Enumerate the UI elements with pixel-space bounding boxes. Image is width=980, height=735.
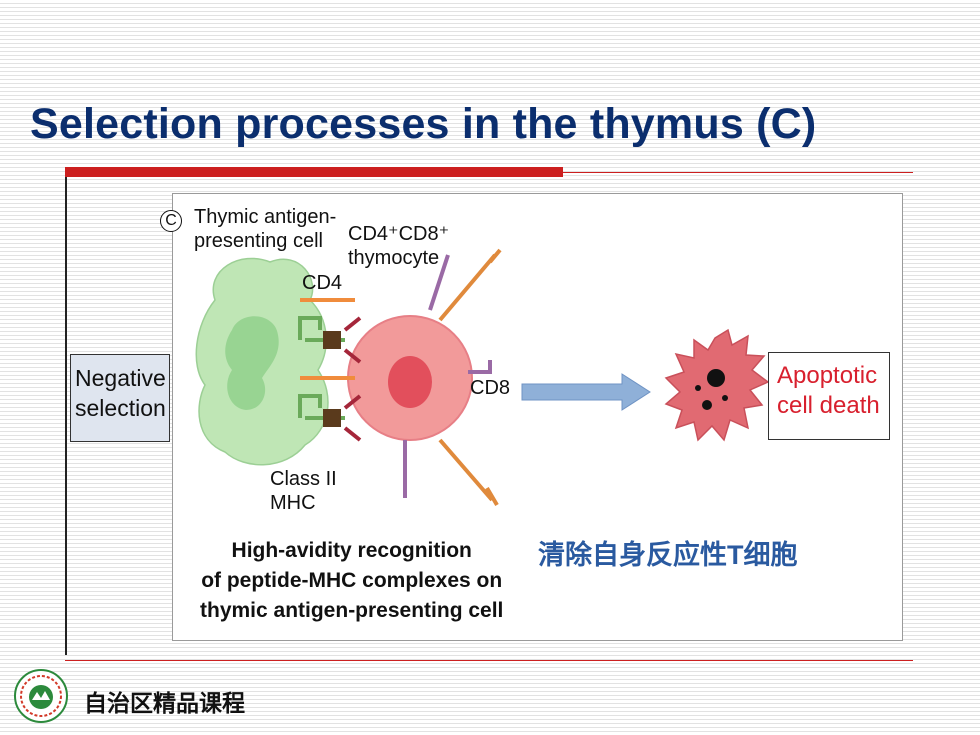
cd4-label: CD4 (302, 272, 343, 294)
panel-letter: C (160, 210, 182, 232)
footer-course-label: 自治区精品课程 (84, 690, 245, 716)
slide-title: Selection processes in the thymus (C) (30, 100, 817, 148)
apc-label: Thymic antigen- presenting cell (194, 206, 337, 252)
mhc-label: Class II MHC (270, 468, 337, 514)
left-divider-line (65, 177, 67, 655)
cd8-label: CD8 (470, 377, 511, 399)
thymocyte-cell (347, 315, 473, 441)
university-logo-icon (14, 669, 68, 723)
title-divider-line (563, 172, 913, 173)
apoptotic-death-box: Apoptotic cell death (768, 352, 890, 440)
thymocyte-label: CD4⁺CD8⁺ thymocyte (348, 223, 450, 269)
title-accent-bar (65, 167, 563, 177)
apoptotic-cell (664, 328, 770, 442)
thymocyte-receptors (403, 248, 502, 507)
footer-divider-line (65, 660, 913, 661)
negative-selection-box: Negative selection (70, 354, 170, 442)
tcr-mhc-complex-top (298, 298, 362, 364)
tcr-mhc-complex-bottom (298, 376, 362, 442)
chinese-annotation: 清除自身反应性T细胞 (538, 540, 798, 570)
antigen-presenting-cell (195, 257, 329, 466)
transition-arrow (521, 373, 651, 411)
figure-caption: High-avidity recognition of peptide-MHC … (200, 539, 504, 622)
